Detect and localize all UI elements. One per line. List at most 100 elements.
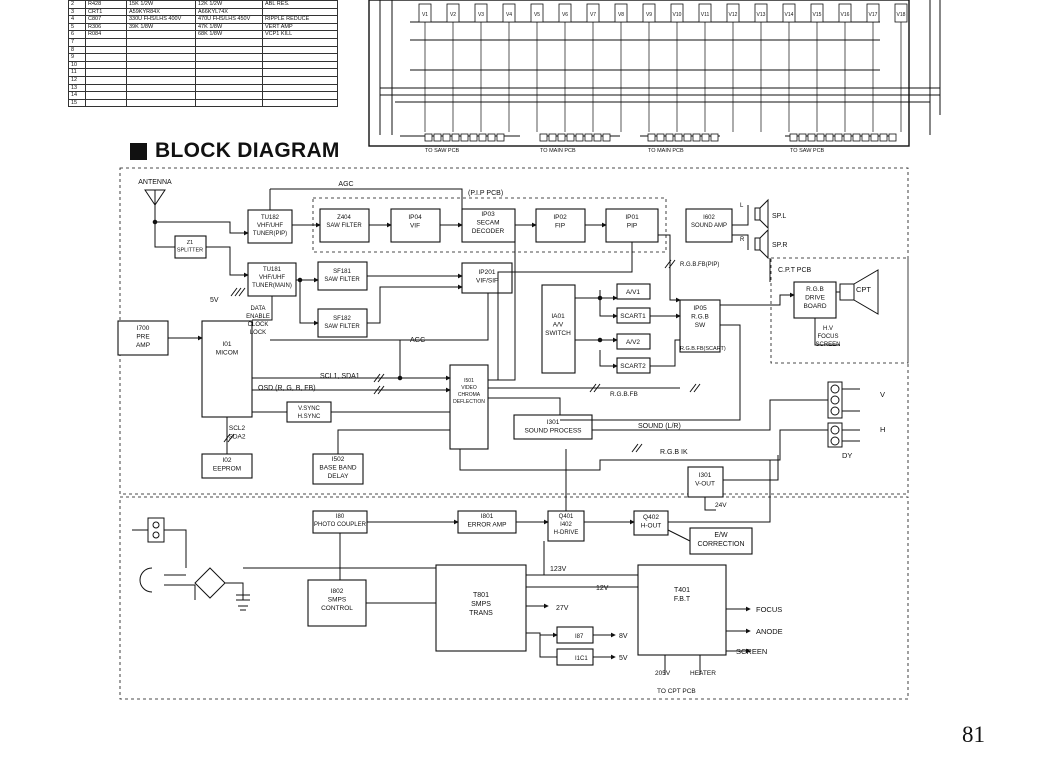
av1-block [616, 283, 651, 300]
connector-pin [548, 133, 557, 142]
label-lr_r: R [740, 237, 745, 243]
h-out-block [633, 510, 669, 536]
connector-pin [602, 133, 611, 142]
label-rgb_fb_scart: R.G.B.FB(SCART) [680, 346, 726, 352]
label-tu182-line: TUNER(PIP) [253, 231, 287, 237]
i501-video-chroma-block [449, 364, 489, 450]
label-i87: I87 [575, 634, 584, 640]
label-scart2: SCART2 [620, 363, 646, 370]
label-v27: 27V [556, 605, 569, 612]
tuner-pip-block [247, 209, 293, 244]
sf182-saw-filter-block [317, 308, 368, 338]
label-i80-line: PHOTO COUPLER [314, 522, 367, 528]
connector-pin [789, 133, 798, 142]
diagram-labels: Z1SPLITTERTU182VHF/UHFTUNER(PIP)Z404SAW … [136, 179, 885, 695]
label-i501-line: DEFLECTION [453, 399, 485, 405]
connector-pin [442, 133, 451, 142]
label-t801-line: T801 [473, 592, 489, 599]
label-ip201-line: VIF/SIF [476, 278, 498, 285]
label-eeprom-line: I02 [222, 457, 231, 464]
label-i1c1: I1C1 [575, 656, 588, 662]
rgb-drive-board-block [793, 281, 837, 319]
speaker-left-cone-icon [759, 198, 769, 230]
schematic-pin-label: V11 [701, 12, 710, 18]
label-ip04-line: IP04 [408, 214, 422, 221]
label-rgb_fb_pip: R.G.B.FB(PIP) [680, 262, 719, 268]
schematic-pin-label: V14 [785, 12, 794, 18]
label-micom_signals-line: LOCK [250, 330, 266, 336]
schematic-pin-label: V16 [841, 12, 850, 18]
ip05-rgb-sw-block [679, 299, 721, 353]
label-ip01-line: PIP [627, 223, 637, 230]
label-v8: 8V [619, 633, 628, 640]
label-pip_pcb: (P.I.P PCB) [468, 190, 503, 197]
connector-pin [879, 133, 888, 142]
schematic-pin-label: V2 [450, 12, 456, 18]
connector-pin [451, 133, 460, 142]
connector-pin [834, 133, 843, 142]
connector-pin [798, 133, 807, 142]
schematic-pin-label: V9 [646, 12, 652, 18]
label-t401-line: T401 [674, 587, 690, 594]
ground-icon [238, 605, 248, 611]
label-scl2_sda2-line: SCL2 [229, 425, 246, 432]
label-ip02-line: FIP [555, 223, 565, 230]
label-av1: A/V1 [626, 289, 640, 296]
connector-pin [433, 133, 442, 142]
deflection-yoke-icon [827, 381, 860, 448]
label-v5b: 5V [619, 655, 628, 662]
junction-dots [152, 219, 603, 381]
connector-pin [710, 133, 719, 142]
i01-micom-block [201, 320, 253, 418]
label-hv_focus-line: SCREEN [815, 342, 840, 348]
connector-pin [888, 133, 897, 142]
label-h_label: H [880, 425, 885, 434]
connector-pin [852, 133, 861, 142]
page-title-text: BLOCK DIAGRAM [155, 139, 340, 162]
i301-vout-block [687, 466, 724, 498]
label-antenna: ANTENNA [138, 179, 172, 186]
label-v205: 205V [655, 670, 671, 677]
label-i802-line: SMPS [328, 597, 347, 604]
power-section-frame [119, 496, 909, 700]
connector-pin [593, 133, 602, 142]
fbt-block [637, 564, 727, 656]
page-number: 81 [962, 722, 985, 747]
label-micom_signals-line: DATA [250, 306, 265, 312]
label-ew-line: E/W [714, 532, 728, 539]
label-ip03-line: IP03 [481, 211, 495, 218]
sf181-saw-filter-block [317, 261, 368, 291]
label-tu182-line: VHF/UHF [257, 223, 283, 229]
label-agc_mid: AGC [410, 337, 425, 344]
label-hv_focus-line: FOCUS [818, 334, 839, 340]
schematic-pin-label: V5 [534, 12, 540, 18]
label-ia01-line: A/V [553, 322, 564, 329]
label-ip03-line: SECAM [476, 220, 499, 227]
capacitor-icon [236, 594, 250, 601]
label-dy: DY [842, 451, 852, 460]
label-ia01-line: SWITCH [545, 330, 571, 337]
label-cpt_pcb: C.P.T PCB [778, 267, 812, 274]
label-i01-line: MICOM [216, 350, 238, 357]
connector-pin [861, 133, 870, 142]
connector-pin [674, 133, 683, 142]
label-i301v-line: I301 [699, 472, 712, 479]
z404-saw-filter-block [319, 208, 370, 243]
label-scart1: SCART1 [620, 313, 646, 320]
eeprom-block [201, 453, 253, 479]
connector-pin [575, 133, 584, 142]
connector-pin [825, 133, 834, 142]
connector-pin [647, 133, 656, 142]
schematic-pin-label: V8 [618, 12, 624, 18]
power-plug-icon [139, 567, 153, 593]
connector-pin [424, 133, 433, 142]
label-i301-line: SOUND PROCESS [524, 428, 582, 435]
label-i301v-line: V-OUT [695, 481, 715, 488]
label-q402-line: H-OUT [641, 523, 662, 530]
connector-label: TO SAW PCB [425, 148, 460, 154]
label-t401-line: F.B.T [674, 596, 691, 603]
label-splitter-line: SPLITTER [177, 248, 203, 254]
label-sound_lr: SOUND (L/R) [638, 423, 681, 430]
speaker-right-icon [754, 237, 761, 251]
